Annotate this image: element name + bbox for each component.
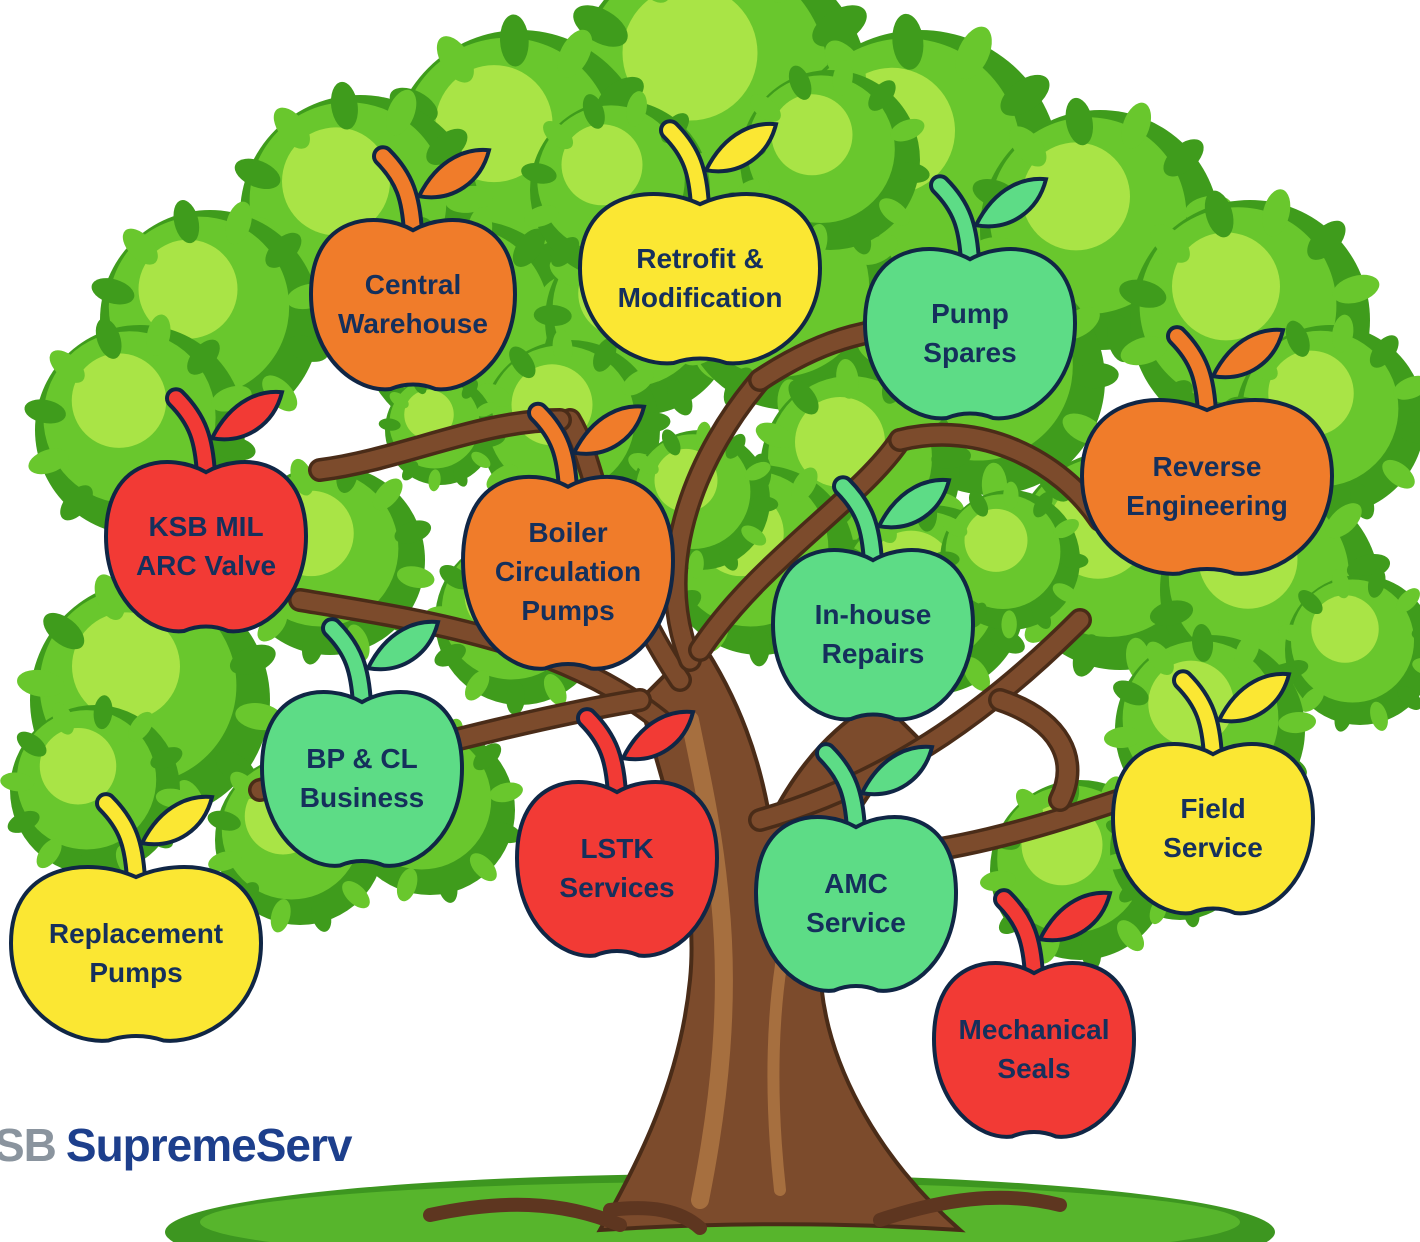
apple-leaf — [1037, 890, 1113, 943]
root — [603, 1201, 707, 1235]
apple-leaf — [571, 404, 647, 456]
apple-stem — [325, 621, 369, 712]
apple-leaf — [1216, 671, 1292, 724]
apple-body — [8, 865, 264, 1043]
apple-stem — [836, 479, 880, 570]
apple-leaf — [703, 121, 779, 174]
apple-stem — [663, 123, 707, 214]
logo-prefix: SB — [0, 1119, 57, 1171]
apple-leaf — [139, 794, 215, 847]
apple-retrofit-modification — [577, 119, 823, 366]
apple-body — [103, 460, 309, 634]
apple-in-house-repairs — [770, 475, 976, 722]
apple-stem — [997, 892, 1041, 983]
apple-stem — [580, 711, 624, 802]
apple-leaf — [209, 389, 285, 442]
apple-replacement-pumps — [8, 792, 264, 1043]
apple-body — [259, 690, 465, 868]
apple-body — [1110, 742, 1316, 916]
apple-body — [460, 474, 676, 671]
apple-stem — [99, 796, 143, 887]
root — [873, 1190, 1067, 1227]
foliage-cluster — [1278, 568, 1420, 732]
apple-body — [577, 192, 823, 366]
apple-stem — [819, 746, 863, 837]
foliage-cluster — [730, 60, 930, 260]
apple-body — [931, 961, 1137, 1139]
apple-field-service — [1110, 669, 1316, 916]
apple-body — [862, 247, 1078, 421]
apple-leaf — [620, 709, 696, 762]
apple-body — [753, 815, 959, 993]
apple-lstk-services — [514, 707, 720, 958]
apple-group — [8, 119, 1335, 1139]
apple-pump-spares — [862, 174, 1078, 421]
apple-stem — [531, 405, 575, 496]
apple-ksb-mil-arc-valve — [103, 387, 309, 634]
apple-bp-cl-business — [259, 617, 465, 868]
apple-central-warehouse — [308, 145, 518, 392]
apple-body — [308, 218, 518, 392]
apple-stem — [1170, 329, 1214, 420]
foliage-cluster — [90, 200, 330, 440]
apple-reverse-engineering — [1079, 325, 1335, 576]
apple-stem — [169, 391, 213, 482]
apple-boiler-circulation-pumps — [460, 401, 676, 671]
apple-stem — [1176, 673, 1220, 764]
apple-leaf — [859, 744, 935, 797]
apple-body — [1079, 398, 1335, 576]
foliage-cluster — [931, 481, 1089, 639]
logo-name: SupremeServ — [65, 1119, 353, 1171]
apple-leaf — [1210, 327, 1286, 380]
apple-leaf — [416, 147, 492, 200]
apple-stem — [376, 149, 420, 240]
apple-leaf — [365, 619, 441, 672]
apple-mechanical-seals — [931, 888, 1137, 1139]
apple-body — [770, 548, 976, 722]
root — [423, 1197, 627, 1232]
apple-body — [514, 780, 720, 958]
apple-leaf — [876, 477, 952, 530]
apple-stem — [933, 178, 977, 269]
apple-leaf — [973, 176, 1049, 229]
apple-amc-service — [753, 742, 959, 993]
